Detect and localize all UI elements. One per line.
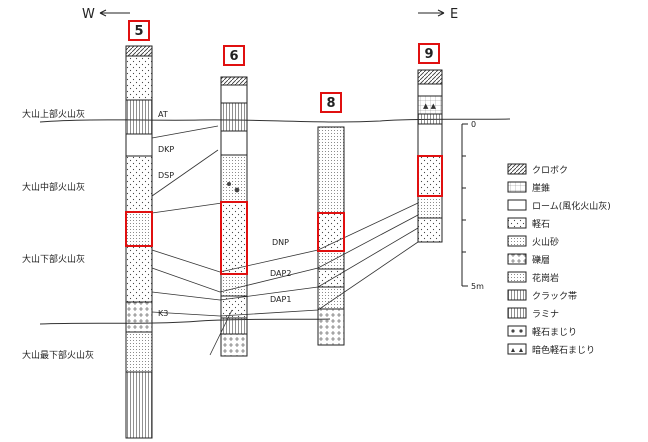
marker-k3: K3 — [158, 309, 168, 318]
legend-item-granite: 花崗岩 — [507, 271, 559, 284]
column-9: ▲ ▲ 9 — [417, 43, 443, 243]
dark-pumice-mixed-swatch-icon — [507, 343, 527, 355]
granite-swatch-icon — [507, 271, 527, 283]
marker-at: AT — [158, 110, 168, 119]
column-8-label-box — [320, 92, 342, 113]
marker-dsp: DSP — [158, 171, 174, 180]
svg-text:崖錐: 崖錐 — [532, 182, 550, 194]
layer-label-middle: 大山中部火山灰 — [22, 181, 85, 193]
column-6: 6 — [220, 45, 248, 357]
gravel-cone-swatch-icon — [507, 181, 527, 193]
legend: クロボク 崖錐 ローム(風化火山灰) 軽石 火山砂 礫層 花崗岩 クラック帯 — [507, 163, 611, 356]
svg-text:軽石: 軽石 — [532, 219, 550, 230]
svg-text:▲ ▲: ▲ ▲ — [423, 102, 437, 110]
marker-dap1: DAP1 — [270, 295, 291, 304]
east-label: E — [450, 7, 458, 22]
marker-dkp: DKP — [158, 145, 174, 154]
column-6-label: 6 — [229, 49, 238, 64]
legend-item-volcanic-sand: 火山砂 — [507, 235, 559, 248]
svg-text:暗色軽石まじり: 暗色軽石まじり — [532, 344, 595, 356]
highlight-box-9 — [417, 155, 443, 197]
column-5: 5 — [125, 20, 153, 439]
svg-text:花崗岩: 花崗岩 — [532, 272, 559, 284]
layer-label-upper: 大山上部火山灰 — [22, 108, 85, 120]
pumice-mixed-swatch-icon — [507, 325, 527, 337]
column-5-label: 5 — [134, 24, 143, 39]
column-5-label-box — [128, 20, 150, 41]
svg-text:火山砂: 火山砂 — [532, 236, 559, 248]
highlight-box-8 — [317, 212, 345, 252]
column-9-label: 9 — [424, 47, 433, 62]
legend-item-dark-pumice-mixed: 暗色軽石まじり — [507, 343, 595, 356]
legend-item-gravel: 礫層 — [507, 253, 550, 266]
marker-dap2: DAP2 — [270, 269, 291, 278]
west-label: W — [82, 7, 95, 22]
svg-text:クロボク: クロボク — [532, 165, 568, 176]
legend-item-pumice-mixed: 軽石まじり — [507, 325, 577, 338]
layer-label-lowest: 大山最下部火山灰 — [22, 349, 94, 361]
lowest-boundary-line — [39, 318, 331, 325]
direction-east: E — [418, 7, 458, 22]
svg-text:ラミナ: ラミナ — [532, 309, 559, 320]
column-8: 8 — [317, 92, 345, 346]
legend-item-crack: クラック帯 — [507, 289, 577, 302]
lamina-swatch-icon — [507, 307, 527, 319]
legend-item-lamina: ラミナ — [507, 307, 559, 320]
svg-text:クラック帯: クラック帯 — [532, 290, 577, 302]
highlight-box-6 — [220, 201, 248, 275]
svg-text:ローム(風化火山灰): ローム(風化火山灰) — [532, 200, 611, 212]
gravel-swatch-icon — [507, 253, 527, 265]
kuroboku-swatch-icon — [507, 163, 527, 175]
highlight-box-5 — [125, 211, 153, 247]
svg-text:軽石まじり: 軽石まじり — [532, 327, 577, 338]
legend-item-pumice: 軽石 — [507, 217, 550, 230]
direction-west: W — [82, 7, 130, 22]
legend-item-gravel-cone: 崖錐 — [507, 181, 550, 194]
depth-scale: 0 5m — [461, 120, 484, 291]
loam-swatch-icon — [507, 199, 527, 211]
crack-swatch-icon — [507, 289, 527, 301]
column-6-label-box — [223, 45, 245, 66]
correlation-lines — [151, 125, 419, 356]
pumice-swatch-icon — [507, 217, 527, 229]
legend-item-kuroboku: クロボク — [507, 163, 568, 176]
column-8-label: 8 — [326, 96, 335, 111]
scale-top: 0 — [471, 120, 476, 129]
legend-item-loam: ローム(風化火山灰) — [507, 199, 611, 212]
volcanic-sand-swatch-icon — [507, 235, 527, 247]
layer-label-lower: 大山下部火山灰 — [22, 253, 85, 265]
column-9-label-box — [418, 43, 440, 64]
svg-text:礫層: 礫層 — [532, 254, 550, 266]
scale-bottom: 5m — [471, 282, 484, 291]
marker-dnp: DNP — [272, 238, 289, 247]
